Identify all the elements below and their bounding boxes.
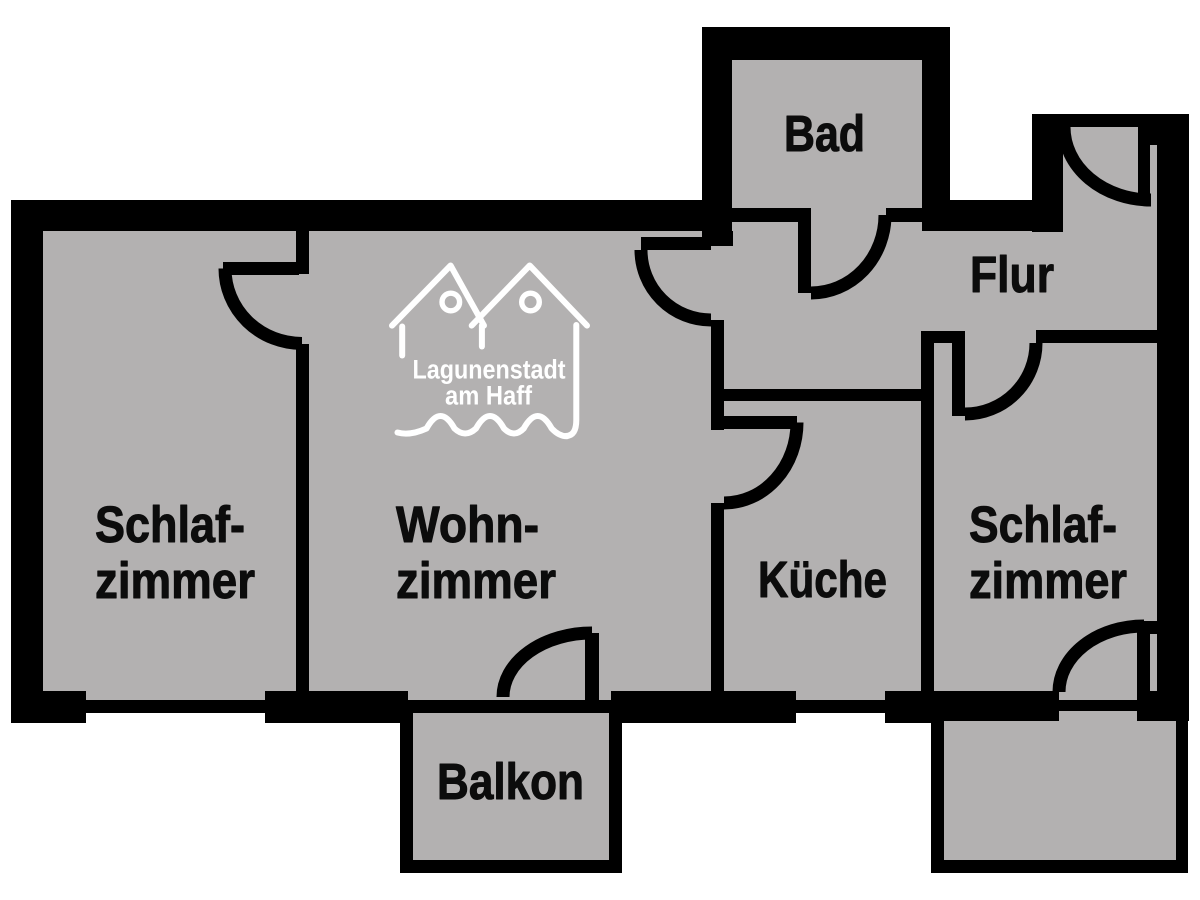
svg-text:am Haff: am Haff bbox=[445, 381, 533, 411]
svg-text:Schlaf-: Schlaf- bbox=[969, 496, 1117, 553]
svg-text:Schlaf-: Schlaf- bbox=[95, 496, 245, 553]
svg-text:zimmer: zimmer bbox=[969, 552, 1127, 609]
svg-text:Küche: Küche bbox=[758, 551, 887, 608]
svg-text:Balkon: Balkon bbox=[437, 753, 584, 810]
svg-text:zimmer: zimmer bbox=[396, 552, 556, 609]
svg-text:Bad: Bad bbox=[784, 105, 865, 162]
svg-text:Wohn-: Wohn- bbox=[396, 496, 539, 553]
svg-text:Lagunenstadt: Lagunenstadt bbox=[413, 355, 566, 385]
svg-text:zimmer: zimmer bbox=[95, 552, 255, 609]
svg-text:Flur: Flur bbox=[970, 246, 1054, 303]
